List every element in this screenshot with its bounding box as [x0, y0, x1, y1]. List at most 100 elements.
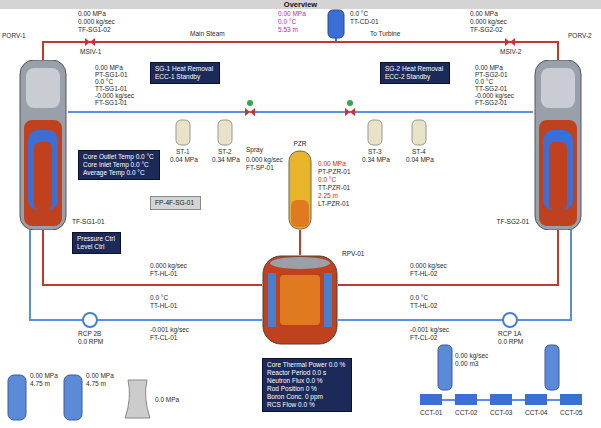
- value-label: 0.0 °C: [318, 176, 336, 184]
- panel-text: Reactor Period 0.0 s: [267, 369, 347, 377]
- steam-generator-outline: [533, 60, 583, 230]
- value-label: CCT-01: [420, 409, 442, 417]
- value-label: 0.00 MPa: [278, 10, 306, 18]
- value-label: 0.000 kg/sec: [78, 18, 115, 26]
- value-label: FT-HL-02: [410, 270, 437, 278]
- value-label: TT-PZR-01: [318, 184, 350, 192]
- vessel-shell: [263, 256, 337, 344]
- cooling-unit: [490, 394, 512, 405]
- valve-symbol: [245, 108, 255, 116]
- storage-tank: [218, 120, 232, 145]
- pressurizer-outline: [288, 150, 312, 230]
- panel-text: Average Temp 0.0 °C: [83, 169, 155, 177]
- cooling-unit: [420, 394, 442, 405]
- value-label: 0.00 MPa: [95, 64, 123, 72]
- main-steam-line: [43, 42, 558, 60]
- value-label: -0.001 kg/sec: [410, 326, 449, 334]
- value-label: 0.000 kg/sec: [150, 262, 187, 270]
- panel-text: SG-2 Heat Removal: [385, 65, 445, 73]
- pressurizer-shell: [289, 151, 311, 229]
- panel-text: Rod Position 0 %: [267, 385, 347, 393]
- tag-label: TF-SG2-01: [496, 218, 529, 226]
- panel-text: Level Ctrl: [77, 243, 116, 251]
- storage-tank: [368, 120, 382, 145]
- value-label: FT-SG1-01: [95, 99, 127, 107]
- tag-label: RPV-01: [342, 250, 364, 258]
- pipe-connector: [299, 230, 301, 255]
- value-label: 0.0 °C: [475, 78, 493, 86]
- value-label: PORV-2: [568, 32, 592, 40]
- tag-label: PZR: [294, 140, 307, 148]
- panel-text: SG-1 Heat Removal: [155, 65, 215, 73]
- reactor-vessel-outline: [262, 255, 338, 345]
- value-label: ST-2: [218, 148, 232, 156]
- pump-symbol: [503, 313, 517, 327]
- value-label: FT-SG2-01: [475, 99, 507, 107]
- control-panel: Pressure CtrlLevel Ctrl: [72, 232, 121, 254]
- cooling-unit: [525, 394, 547, 405]
- motor-indicator: [247, 100, 253, 106]
- value-label: 0.0 °C: [150, 294, 168, 302]
- panel-text: Pressure Ctrl: [77, 235, 116, 243]
- value-label: 0.00 MPa: [86, 372, 114, 380]
- water-tank: [8, 375, 26, 420]
- value-label: 0.00 kg/sec: [455, 352, 488, 360]
- value-label: ST-3: [368, 148, 382, 156]
- panel-text: Boron Conc. 0 ppm: [267, 393, 347, 401]
- value-label: 0.0 °C: [410, 294, 428, 302]
- value-label: 0.0 MPa: [155, 396, 179, 404]
- value-label: RCP 2B: [78, 330, 101, 338]
- value-label: 0.0 °C: [350, 10, 368, 18]
- hot-region: [539, 120, 577, 226]
- value-label: CCT-03: [490, 409, 512, 417]
- value-label: TT-SG2-01: [475, 85, 507, 93]
- value-label: 0.00 MPa: [318, 160, 346, 168]
- steam-generator: TF-SG2-01: [533, 60, 583, 230]
- value-label: RCP 1A: [498, 330, 521, 338]
- value-label: TT-HL-02: [410, 302, 437, 310]
- value-label: 0.0 °C: [278, 18, 296, 26]
- value-label: PT-SG1-01: [95, 71, 128, 79]
- vessel-shell: [535, 60, 581, 230]
- value-label: 0.000 kg/sec: [410, 262, 447, 270]
- value-label: 0.34 MPa: [362, 156, 390, 164]
- feedwater-line: [68, 111, 533, 113]
- downcomer: [324, 273, 332, 327]
- panel-text: Core Inlet Temp 0.0 °C: [83, 161, 155, 169]
- diagram-title: Overview: [0, 0, 601, 9]
- condenser-pipe: [335, 38, 337, 42]
- downcomer: [268, 273, 276, 327]
- value-label: FT-CL-02: [410, 334, 437, 342]
- header-band: [0, 0, 601, 9]
- panel-text: Core Outlet Temp 0.0 °C: [83, 153, 155, 161]
- tag-box: FP-4F-SG-01: [150, 196, 201, 210]
- vessel-shell: [20, 60, 66, 230]
- value-label: 4.75 m: [86, 380, 106, 388]
- reactor-core: [280, 275, 320, 325]
- panel-text: ECC-1 Standby: [155, 73, 215, 81]
- value-label: -0.001 kg/sec: [150, 326, 189, 334]
- value-label: 0.00 MPa: [78, 10, 106, 18]
- steam-dome: [26, 68, 60, 108]
- value-label: 0.0 RPM: [78, 338, 103, 346]
- value-label: LT-PZR-01: [318, 200, 349, 208]
- condenser-tank: [328, 10, 344, 38]
- value-label: TF-SG2-02: [470, 26, 503, 34]
- value-label: TT-SG1-01: [95, 85, 127, 93]
- value-label: -0.000 kg/sec: [475, 92, 514, 100]
- reactor-status-panel: Core Thermal Power 0.0 %Reactor Period 0…: [262, 358, 352, 412]
- tube-bundle: [28, 130, 58, 210]
- valve-symbol: [505, 38, 515, 46]
- value-label: TF-SG1-02: [78, 26, 111, 34]
- value-label: FT-CL-01: [150, 334, 177, 342]
- panel-text: FP-4F-SG-01: [155, 199, 196, 207]
- steam-generator: TF-SG1-01: [18, 60, 68, 230]
- motor-indicator: [347, 100, 353, 106]
- cooling-unit: [455, 394, 477, 405]
- value-label: Main Steam: [190, 30, 225, 38]
- value-label: CCT-04: [525, 409, 547, 417]
- pump-symbol: [83, 313, 97, 327]
- steam-dome: [541, 68, 575, 108]
- tube-inner: [549, 142, 567, 210]
- value-label: 0.34 MPa: [212, 156, 240, 164]
